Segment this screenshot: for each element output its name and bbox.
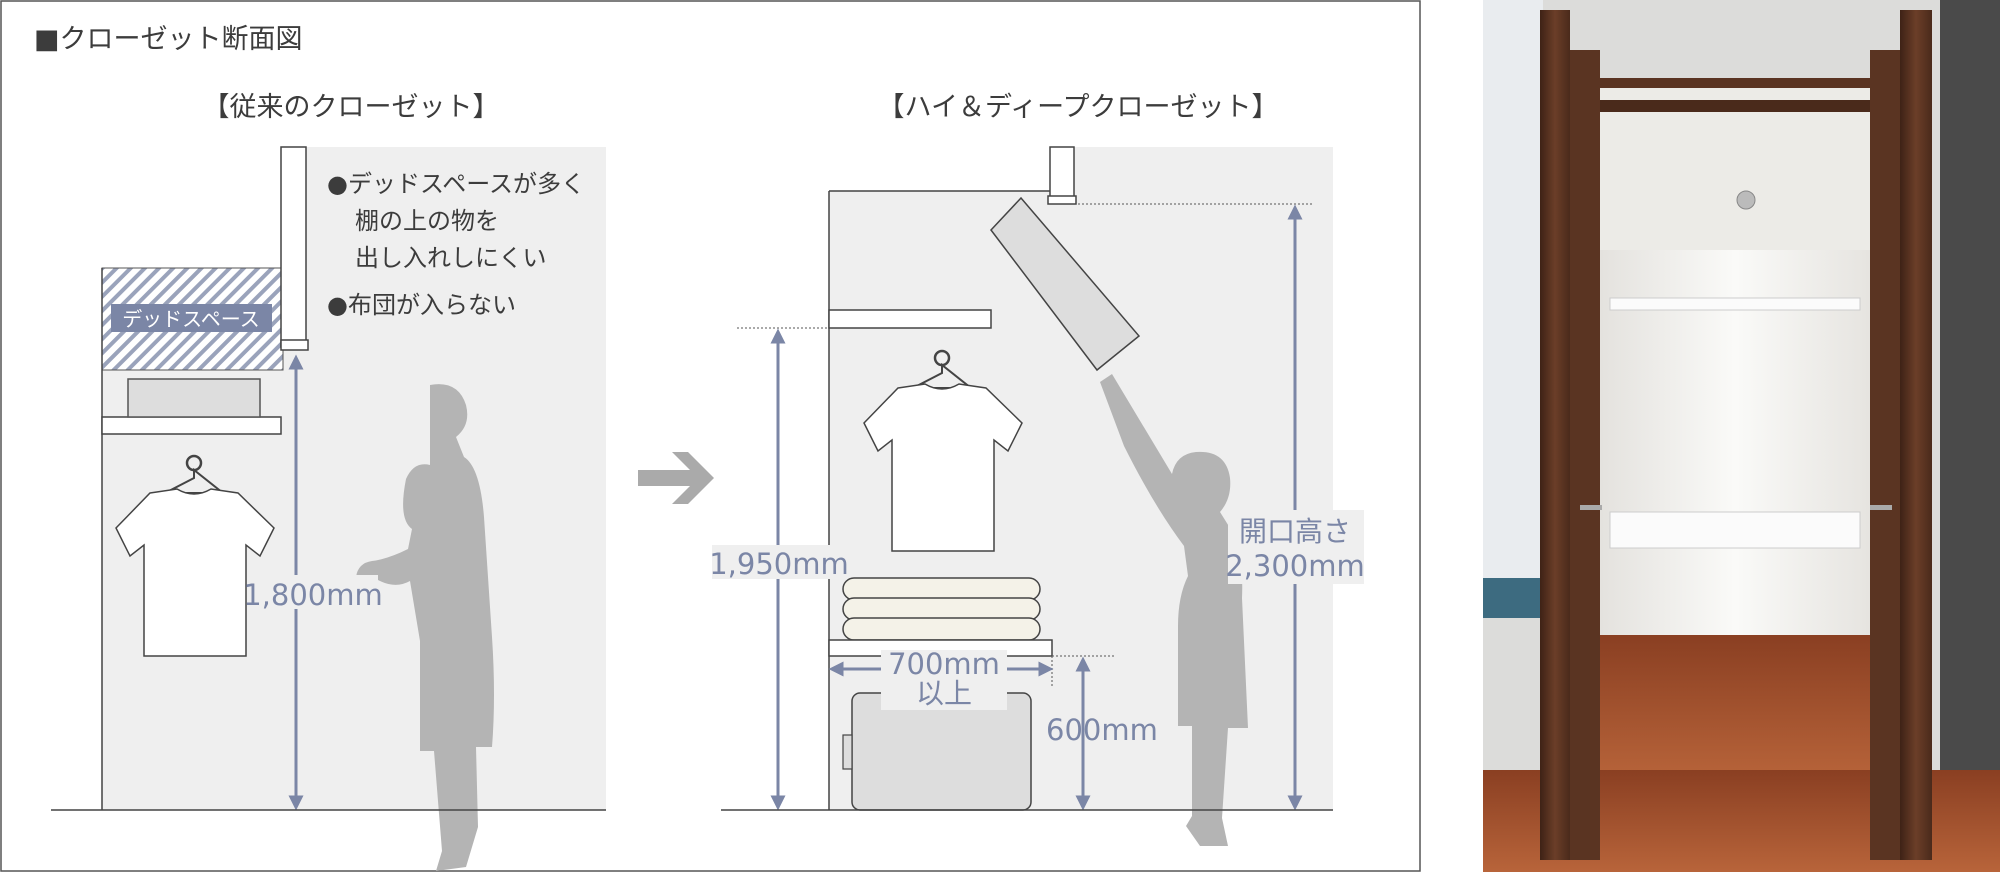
note-1c: 出し入れしにくい	[355, 244, 547, 272]
right-door	[1900, 10, 1932, 860]
opening-height-label: 2,300mm	[1225, 549, 1365, 583]
shirt-on-hanger	[115, 454, 275, 657]
conventional-closet: 【従来のクローゼット】 デッドスペース 1,800mm ●デッドスペースが多く …	[51, 92, 606, 871]
depth-label-suffix: 以上	[916, 677, 972, 710]
person-reaching-silhouette	[1100, 374, 1248, 846]
dead-space-label: デッドスペース	[122, 307, 260, 331]
upper-shelf	[828, 309, 992, 329]
dead-space-badge	[111, 304, 272, 332]
height-label-1800: 1,800mm	[243, 578, 383, 612]
note-1b: 棚の上の物を	[355, 207, 499, 235]
diagram-title: ■クローゼット断面図	[34, 24, 303, 55]
lower-shelf-height-label: 600mm	[1046, 713, 1158, 747]
storage-box	[127, 378, 261, 418]
ceiling-pole	[280, 146, 307, 348]
folded-futon	[842, 577, 1041, 641]
shelf	[101, 416, 282, 435]
closet-photo	[1483, 0, 2000, 872]
conventional-heading: 【従来のクローゼット】	[203, 92, 500, 123]
high-deep-closet: 【ハイ＆ディープクローゼット】 1,950mm	[709, 92, 1365, 846]
note-2: ●布団が入らない	[327, 291, 516, 319]
futon-board	[990, 196, 1141, 372]
left-door	[1540, 10, 1570, 860]
high-deep-heading: 【ハイ＆ディープクローゼット】	[878, 92, 1279, 123]
suitcase	[851, 692, 1032, 811]
shelf-height-label: 1,950mm	[709, 547, 849, 581]
opening-label: 開口高さ	[1239, 515, 1351, 548]
person-silhouette	[356, 384, 494, 871]
note-1: ●デッドスペースが多く	[327, 170, 585, 198]
arrow-right-icon	[638, 452, 714, 504]
shirt-on-hanger	[863, 349, 1023, 552]
depth-label: 700mm	[888, 647, 1000, 681]
ceiling-pole	[1049, 146, 1075, 200]
